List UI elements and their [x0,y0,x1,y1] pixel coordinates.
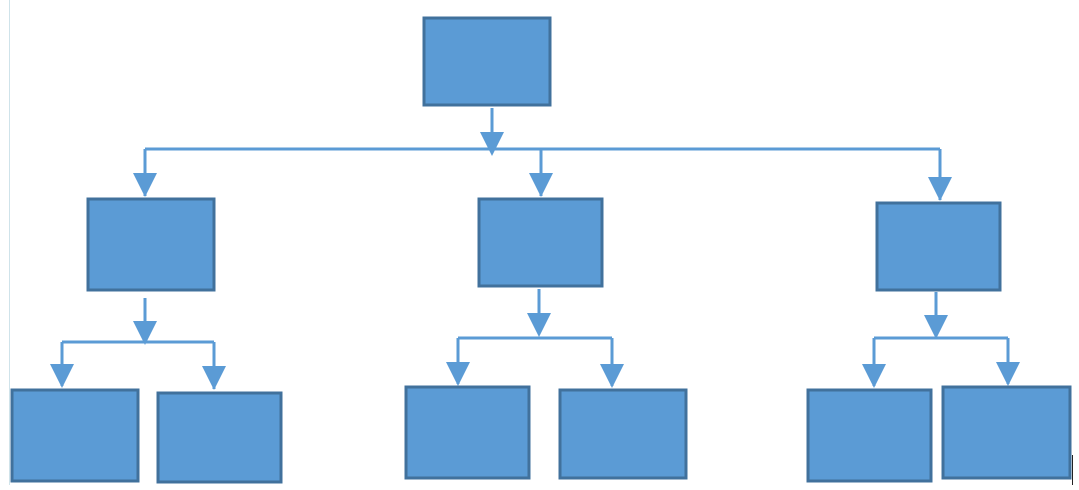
arrow-child-3-stem [924,315,948,339]
right-edge-mark [1072,455,1073,485]
arrow-to-grandchild-3-2 [996,362,1020,386]
node-child-2 [477,197,604,288]
node-root [422,16,552,107]
node-child-3 [875,201,1002,292]
arrow-child-2-stem [527,313,551,337]
arrow-to-grandchild-2-2 [600,364,624,388]
node-grandchild-2-2 [558,388,688,480]
arrow-to-child-3 [928,177,952,201]
node-grandchild-1-2 [156,391,283,484]
arrow-to-grandchild-3-1 [862,364,886,388]
node-grandchild-3-1 [806,388,933,483]
node-child-1 [86,197,216,292]
connectors-layer [50,108,1020,390]
node-grandchild-1-1 [10,388,140,483]
arrow-to-grandchild-1-2 [202,366,226,390]
arrow-to-grandchild-1-1 [50,364,74,388]
left-border-line [9,0,10,485]
node-grandchild-3-2 [941,385,1072,480]
arrow-root-stem [480,132,504,156]
arrow-to-child-1 [133,173,157,197]
arrow-to-grandchild-2-1 [446,362,470,386]
nodes-layer [10,16,1072,484]
node-grandchild-2-1 [404,385,531,480]
arrow-to-child-2 [529,173,553,197]
arrow-child-1-stem [133,321,157,345]
